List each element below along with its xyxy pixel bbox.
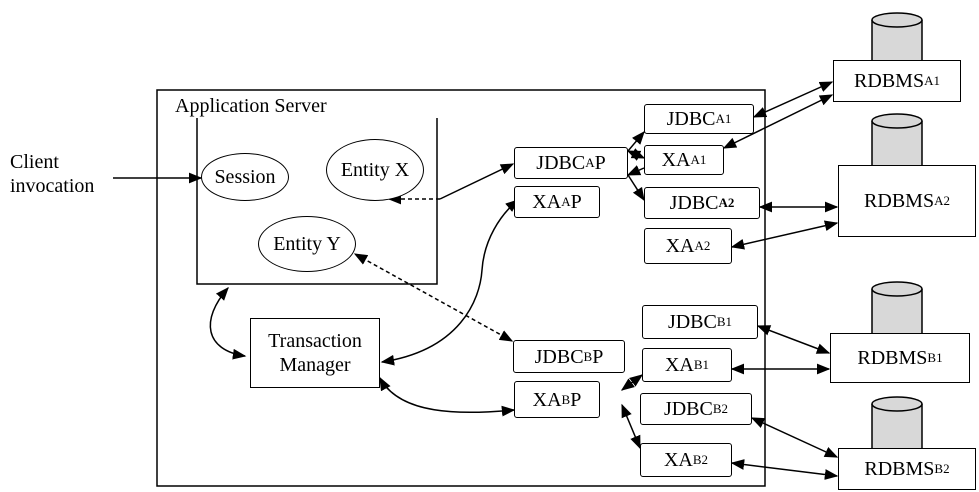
rdbms-a2-base: RDBMS (864, 190, 935, 212)
arrow-tm-xaa (380, 199, 520, 366)
rdbms-b2-sub: B2 (934, 461, 950, 476)
xa-b2-base: XA (663, 449, 693, 471)
jdbc-b2-sub: B2 (712, 401, 729, 416)
xa-b1-base: XA (664, 354, 694, 376)
arrow-container-tm (209, 286, 247, 360)
jdbc-a-pool-base: JDBC (536, 152, 586, 174)
xa-b1-sub: B1 (693, 357, 710, 372)
jdbc-b-pool-sub: B (583, 348, 593, 364)
xa-a1-base: XA (661, 149, 691, 171)
session-bean[interactable]: Session (201, 153, 289, 201)
rdbms-b2-base: RDBMS (864, 458, 935, 480)
arrow-xabp-xab1 (620, 374, 644, 391)
db-cylinder-a2 (871, 113, 923, 165)
arrow-jdbcap-jdbca1 (627, 130, 645, 152)
jdbc-b2-base: JDBC (663, 398, 713, 420)
entity-x-label: Entity X (340, 158, 410, 181)
arrow-tm-xab (379, 376, 516, 417)
xa-b2-sub: B2 (692, 452, 709, 467)
client-label-line2: invocation (10, 175, 95, 197)
client-invocation-label: Client invocation (10, 150, 94, 198)
arrow-jdbcb2-rdbmsb2 (750, 417, 839, 458)
db-cylinder-b1 (871, 281, 923, 333)
jdbc-a1-base: JDBC (666, 108, 716, 130)
client-label-line1: Client (10, 151, 59, 173)
jdbc-b1-sub: B1 (716, 314, 733, 329)
app-server-boundary (156, 89, 766, 487)
app-server-title: Application Server (175, 95, 327, 117)
rdbms-a1-sub: A1 (924, 73, 940, 88)
arrow-xaa2-rdbmsa2 (730, 220, 839, 250)
session-bean-label: Session (214, 165, 276, 188)
xa-a2-sub: A2 (694, 238, 711, 253)
xa-a-pool-sub: A (561, 194, 571, 209)
jdbc-a-pool-suffix: P (594, 152, 606, 174)
rdbms-a2-sub: A2 (934, 193, 950, 208)
jdbc-a-pool-sub: A (585, 155, 595, 170)
transaction-manager[interactable]: Transaction Manager (250, 318, 380, 388)
tm-label-line1: Transaction (268, 330, 362, 352)
arrow-jdbcap-jdbca2 (627, 174, 645, 202)
db-cylinder-a1 (871, 12, 923, 60)
jdbc-b-pool-suffix: P (592, 345, 604, 368)
entity-y-label: Entity Y (273, 232, 341, 255)
arrow-jdbcap-xaa1-b (626, 165, 645, 176)
xa-a-pool-base: XA (532, 191, 562, 213)
jdbc-a2-base: JDBC (669, 192, 719, 214)
jdbc-a2-sub: A2 (718, 195, 735, 210)
rdbms-b1-base: RDBMS (857, 347, 928, 369)
xa-b-pool-sub: B (561, 391, 571, 407)
entity-x-bean[interactable]: Entity X (326, 139, 424, 201)
rdbms-b1-sub: B1 (927, 350, 943, 365)
arrow-xab2-rdbmsb2 (730, 459, 839, 480)
xa-b-pool-suffix: P (570, 388, 582, 411)
rdbms-a1-base: RDBMS (854, 70, 925, 92)
xa-b-pool-base: XA (532, 388, 562, 411)
tm-label-line2: Manager (279, 354, 351, 376)
arrow-jdbcb1-rdbmsb1 (756, 325, 831, 354)
xa-a2-base: XA (665, 235, 695, 257)
xa-a1-sub: A1 (690, 152, 707, 167)
db-cylinder-b2 (871, 396, 923, 448)
arrow-jdbcap-xaa1 (626, 148, 646, 161)
jdbc-b1-base: JDBC (667, 311, 717, 333)
arrow-entityx-jdbca (439, 163, 515, 200)
arrow-xabp-xab2 (621, 403, 641, 450)
xa-a-pool-suffix: P (570, 191, 582, 213)
entity-y-bean[interactable]: Entity Y (258, 216, 356, 272)
jdbc-b-pool-base: JDBC (534, 345, 584, 368)
arrow-xaa1-rdbmsa1 (722, 94, 834, 149)
jdbc-a1-sub: A1 (715, 111, 732, 126)
